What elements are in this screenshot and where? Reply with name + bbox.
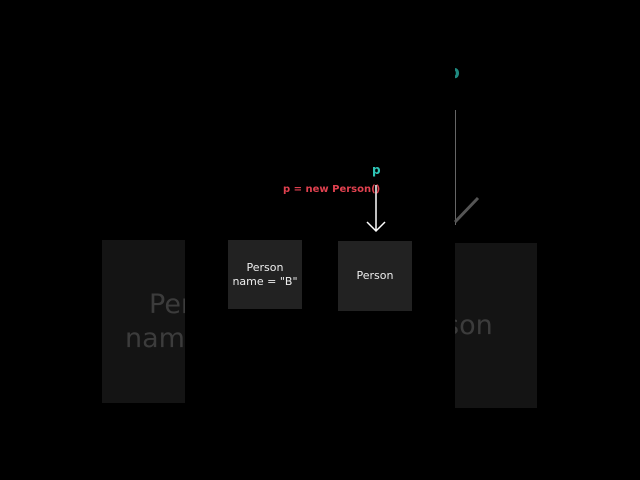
background-partial-p: p [447, 62, 460, 83]
reference-arrow [366, 185, 386, 233]
background-right-box: son [455, 243, 537, 408]
background-left-text-1: Per [149, 289, 185, 320]
object-class-label: Person [246, 260, 284, 274]
object-box-person-b: Person name = "B" [228, 240, 302, 309]
object-class-label: Person [356, 269, 394, 282]
statement-text: p = new Person() [283, 184, 381, 195]
background-diagonal-line [453, 196, 480, 224]
background-left-box: Per nam [102, 240, 185, 403]
background-left-text-2: nam [125, 323, 185, 354]
background-right-text: son [455, 310, 493, 341]
background-vertical-line [455, 110, 456, 225]
object-box-person-new: Person [338, 241, 412, 311]
object-field-label: name = "B" [232, 274, 298, 288]
variable-label: p [372, 163, 381, 177]
